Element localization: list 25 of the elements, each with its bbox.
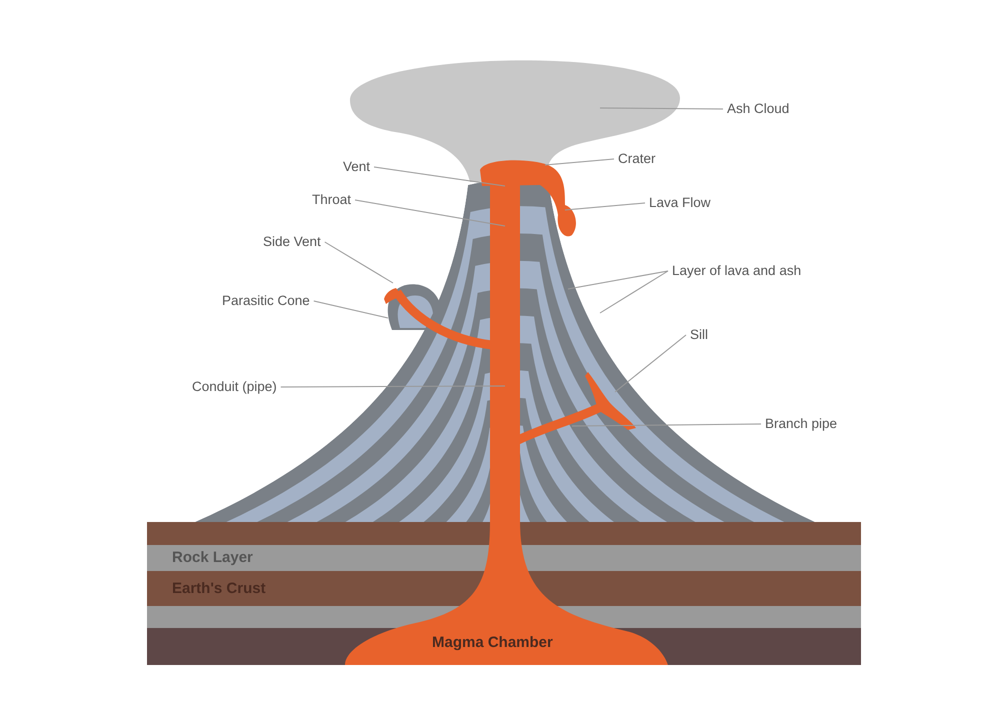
leader-line — [614, 334, 686, 392]
layer-label: Magma Chamber — [432, 634, 553, 652]
part-label: Crater — [618, 151, 656, 167]
leader-line — [564, 202, 646, 210]
leader-line — [568, 270, 668, 290]
part-label: Conduit (pipe) — [192, 379, 277, 395]
leader-line — [572, 424, 762, 426]
leader-line — [354, 200, 506, 226]
part-label: Sill — [690, 327, 708, 343]
leader-line — [600, 108, 724, 110]
leader-line — [544, 158, 614, 166]
leader-line — [600, 270, 668, 314]
part-label: Branch pipe — [765, 416, 838, 432]
part-label: Ash Cloud — [727, 101, 790, 117]
leader-line — [313, 300, 388, 318]
part-label: Lava Flow — [649, 195, 711, 211]
part-label: Vent — [343, 159, 370, 175]
leader-line — [280, 386, 506, 388]
leader-line — [324, 242, 394, 284]
part-label: Throat — [312, 192, 352, 208]
layer-label: Rock Layer — [172, 549, 253, 567]
part-label: Parasitic Cone — [222, 293, 310, 309]
part-label: Layer of lava and ash — [672, 263, 802, 279]
leader-line — [374, 166, 506, 186]
part-label: Side Vent — [263, 234, 321, 250]
